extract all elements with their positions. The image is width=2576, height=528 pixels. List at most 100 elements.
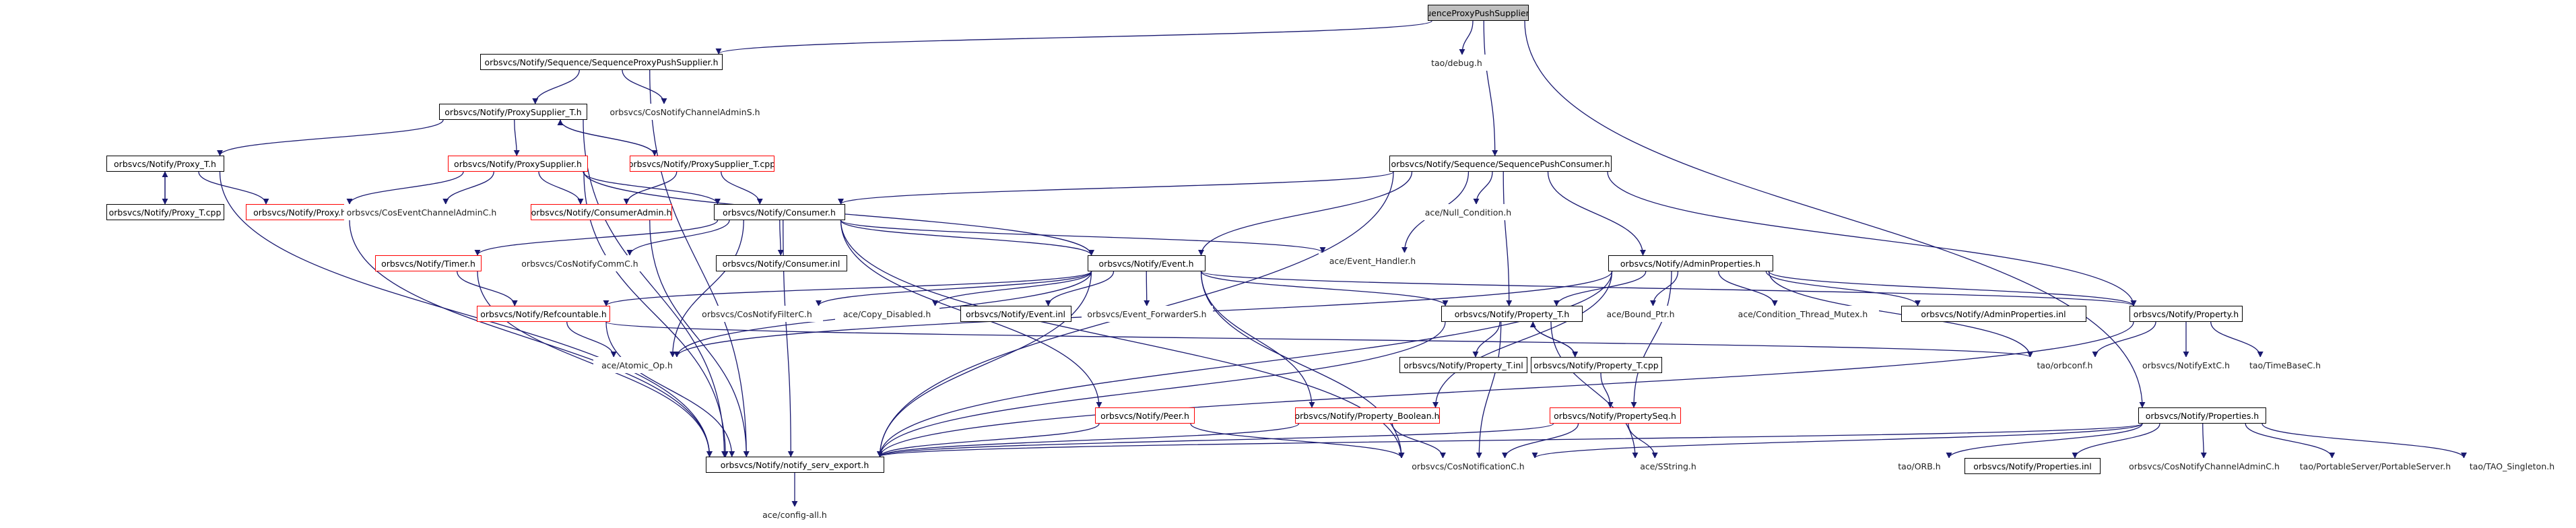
edge-adminproperties-h-to-property-t-h [1553, 271, 1647, 306]
node-timer-h[interactable]: orbsvcs/Notify/Timer.h [375, 255, 482, 271]
node-propertyseq-h[interactable]: orbsvcs/Notify/PropertySeq.h [1549, 407, 1681, 424]
edge-root-to-seq-supplier-h [715, 20, 1432, 55]
edge-event-h-to-notify-serv-export [876, 271, 1092, 457]
node-cosnotificationc: orbsvcs/CosNotificationC.h [1397, 458, 1539, 474]
node-atomic-op: ace/Atomic_Op.h [593, 357, 681, 373]
edge-proxysupplier-h-to-notify-serv-export [583, 171, 729, 457]
node-coseventchanneladminc: orbsvcs/CosEventChannelAdminC.h [344, 204, 499, 220]
node-event-h[interactable]: orbsvcs/Notify/Event.h [1087, 255, 1206, 271]
node-tao-orb: tao/ORB.h [1886, 458, 1953, 474]
edge-proxysupplier-t-cpp-to-consumer-h [721, 171, 763, 205]
node-event-inl[interactable]: orbsvcs/Notify/Event.inl [960, 306, 1071, 322]
edge-consumer-h-to-event-h [840, 220, 1094, 256]
edge-properties-h-to-notify-serv-export [877, 423, 2143, 457]
node-seq-supplier-h[interactable]: orbsvcs/Notify/Sequence/SequenceProxyPus… [480, 54, 723, 70]
edge-peer-h-to-cosnotificationc [1190, 423, 1405, 459]
edge-refcountable-h-to-tao-orbconf [605, 321, 2033, 358]
edge-properties-h-to-portableserver [2245, 423, 2336, 459]
node-notify-serv-export[interactable]: orbsvcs/Notify/notify_serv_export.h [705, 457, 884, 473]
edge-consumer-h-to-timer-h [474, 220, 719, 256]
edge-property-t-cpp-to-property-t-h [1529, 321, 1576, 358]
node-adminproperties-h[interactable]: orbsvcs/Notify/AdminProperties.h [1608, 255, 1773, 271]
edge-event-h-to-property-h [1200, 271, 2137, 306]
edge-event-h-to-cosnotificationc [1200, 271, 1405, 459]
edge-properties-h-to-cosnotificationc [1531, 423, 2143, 459]
node-consumer-inl[interactable]: orbsvcs/Notify/Consumer.inl [715, 255, 847, 271]
edge-adminproperties-h-to-property-h [1768, 271, 2137, 306]
node-event-forwarders: orbsvcs/Event_ForwarderS.h [1081, 306, 1213, 322]
node-portableserver: tao/PortableServer/PortableServer.h [2292, 458, 2458, 474]
edge-property-h-to-tao-orbconf [2092, 321, 2156, 358]
edge-seq-consumer-h-to-property-h [1607, 171, 2137, 306]
edge-propertyseq-h-to-sstring [1628, 423, 1658, 459]
node-consumeradmin-h[interactable]: orbsvcs/Notify/ConsumerAdmin.h [531, 204, 672, 220]
edge-root-to-seq-consumer-h [1483, 20, 1498, 156]
edge-adminproperties-h-to-condition-thread-mutex [1718, 271, 1778, 306]
node-adminproperties-inl[interactable]: orbsvcs/Notify/AdminProperties.inl [1901, 306, 2086, 322]
node-event-handler: ace/Event_Handler.h [1319, 253, 1426, 269]
edge-propertyseq-h-to-notify-serv-export [877, 423, 1554, 457]
edge-seq-consumer-h-to-consumer-h [838, 171, 1394, 205]
edge-properties-h-to-cosnotifychanneladminc [2200, 423, 2207, 459]
edge-proxysupplier-h-to-consumeradmin-h [538, 171, 584, 205]
edge-proxysupplier-t-h-to-proxysupplier-h [513, 119, 520, 156]
node-tao-debug: tao/debug.h [1424, 55, 1489, 71]
edge-proxysupplier-t-h-to-proxy-t-h [217, 119, 444, 156]
edge-consumer-h-to-event-handler [840, 220, 1326, 253]
node-property-t-cpp[interactable]: orbsvcs/Notify/Property_T.cpp [1530, 357, 1662, 373]
edge-proxysupplier-h-to-coseventchanneladminc [442, 171, 494, 205]
node-properties-h[interactable]: orbsvcs/Notify/Properties.h [2138, 407, 2266, 424]
edge-property-t-h-to-property-t-inl [1472, 321, 1500, 358]
edge-proxy-t-h-to-notify-serv-export [219, 171, 713, 457]
edge-proxy-h-to-notify-serv-export [349, 220, 713, 457]
edge-property-t-h-to-sstring [1550, 321, 1639, 459]
edge-property-boolean-h-to-cosnotificationc [1391, 423, 1447, 459]
edge-event-h-to-refcountable-h [603, 271, 1092, 306]
edge-seq-consumer-h-to-null-condition [1473, 171, 1493, 205]
node-proxysupplier-t-cpp[interactable]: orbsvcs/Notify/ProxySupplier_T.cpp [629, 156, 774, 172]
node-peer-h[interactable]: orbsvcs/Notify/Peer.h [1095, 407, 1195, 424]
node-proxysupplier-h[interactable]: orbsvcs/Notify/ProxySupplier.h [448, 156, 588, 172]
node-cosnotifyextc: orbsvcs/NotifyExtC.h [2140, 357, 2232, 373]
edge-consumeradmin-h-to-notify-serv-export [649, 220, 750, 457]
node-cosnotifycommc: orbsvcs/CosNotifyCommC.h [513, 255, 647, 271]
node-seq-consumer-h[interactable]: orbsvcs/Notify/Sequence/SequencePushCons… [1389, 156, 1612, 172]
node-cosnotifychanneladminc: orbsvcs/CosNotifyChannelAdminC.h [2121, 458, 2287, 474]
node-property-boolean-h[interactable]: orbsvcs/Notify/Property_Boolean.h [1294, 407, 1440, 424]
edge-root-to-tao-debug [1459, 20, 1474, 55]
edge-timer-h-to-refcountable-h [457, 271, 518, 306]
edge-refcountable-h-to-atomic-op [566, 321, 617, 358]
node-refcountable-h[interactable]: orbsvcs/Notify/Refcountable.h [477, 306, 610, 322]
edge-proxysupplier-t-cpp-to-proxysupplier-t-h [557, 119, 655, 156]
node-timebasec: tao/TimeBaseC.h [2245, 357, 2325, 373]
node-proxy-t-cpp[interactable]: orbsvcs/Notify/Proxy_T.cpp [106, 204, 224, 220]
node-proxy-t-h[interactable]: orbsvcs/Notify/Proxy_T.h [106, 156, 224, 172]
edge-seq-consumer-h-to-property-t-h [1502, 171, 1513, 306]
edge-event-h-to-property-boolean-h [1200, 271, 1315, 408]
edge-consumer-h-to-cosnotifycommc [626, 220, 730, 256]
node-null-condition: ace/Null_Condition.h [1414, 204, 1522, 220]
edge-seq-supplier-h-to-cosnotifychanneladmins [622, 69, 667, 104]
node-cosnotifyfilterc: orbsvcs/CosNotifyFilterC.h [691, 306, 823, 322]
node-properties-inl[interactable]: orbsvcs/Notify/Properties.inl [1964, 458, 2101, 474]
edge-property-h-to-notify-serv-export [877, 321, 2134, 457]
node-tao-orbconf: tao/orbconf.h [2026, 357, 2104, 373]
node-proxysupplier-t-h[interactable]: orbsvcs/Notify/ProxySupplier_T.h [439, 104, 587, 120]
edge-event-h-to-cosnotifyfilterc [816, 271, 1092, 306]
node-proxy-h[interactable]: orbsvcs/Notify/Proxy.h [246, 204, 354, 220]
edge-property-boolean-h-to-notify-serv-export [877, 423, 1300, 457]
node-root[interactable]: SequenceProxyPushSupplier.cpp [1428, 5, 1529, 21]
node-property-h[interactable]: orbsvcs/Notify/Property.h [2129, 306, 2243, 322]
edge-proxysupplier-h-to-consumer-h [583, 171, 721, 205]
edge-proxysupplier-t-h-to-notify-serv-export [583, 119, 728, 457]
node-config-all: ace/config-all.h [751, 506, 838, 523]
node-consumer-h[interactable]: orbsvcs/Notify/Consumer.h [713, 204, 845, 220]
edge-propertyseq-h-to-cosnotificationc [1501, 423, 1579, 459]
edge-properties-h-to-tao-orb [1946, 423, 2143, 459]
node-tao-singleton: tao/TAO_Singleton.h [2459, 458, 2565, 474]
edge-event-h-to-event-inl [1045, 271, 1115, 306]
node-property-t-inl[interactable]: orbsvcs/Notify/Property_T.inl [1399, 357, 1527, 373]
node-condition-thread-mutex: ace/Condition_Thread_Mutex.h [1727, 306, 1879, 322]
node-property-t-h[interactable]: orbsvcs/Notify/Property_T.h [1441, 306, 1583, 322]
